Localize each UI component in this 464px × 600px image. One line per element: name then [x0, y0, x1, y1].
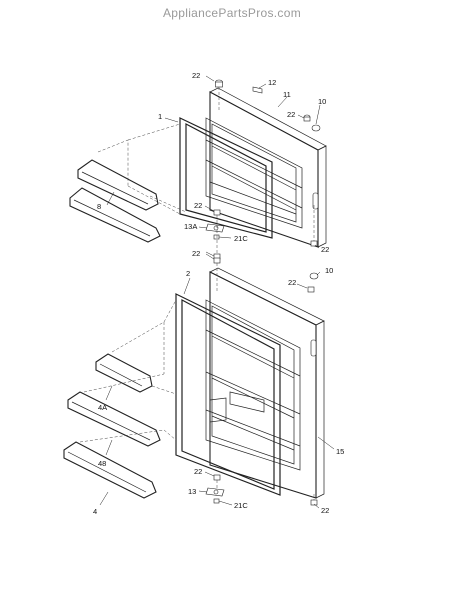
watermark-text: AppliancePartsPros.com [163, 6, 301, 20]
label-22: 22 [321, 506, 329, 515]
label-22: 22 [192, 71, 200, 80]
label-1: 1 [158, 112, 162, 121]
label-48: 48 [98, 459, 106, 468]
label-4: 4 [93, 507, 97, 516]
fresh-food-door-panel[interactable] [205, 267, 325, 499]
label-15: 15 [336, 447, 344, 456]
label-21c: 21C [234, 234, 248, 243]
label-22: 22 [288, 278, 296, 287]
label-2: 2 [186, 269, 190, 278]
freezer-lower-right-bushing[interactable] [310, 240, 318, 247]
freezer-handle-plug-10[interactable] [311, 124, 321, 132]
freezer-door-gasket[interactable] [179, 117, 273, 239]
label-21c: 21C [234, 501, 248, 510]
fresh-food-handle-plug-10[interactable] [309, 272, 319, 280]
label-12: 12 [268, 78, 276, 87]
fresh-food-door-shelf-4[interactable] [63, 441, 157, 499]
fresh-food-door-assembly [63, 253, 335, 509]
label-11: 11 [283, 90, 291, 99]
part-labels: 22 12 11 10 22 1 8 22 13A 21C 22 22 10 2… [93, 71, 344, 516]
fresh-food-door-shelf-48[interactable] [67, 391, 161, 447]
fresh-food-top-bushing[interactable] [213, 257, 221, 264]
fresh-food-bushing-right-upper[interactable] [307, 286, 315, 293]
label-22: 22 [194, 201, 202, 210]
freezer-door-shelf-lower[interactable] [69, 187, 161, 243]
label-22: 22 [287, 110, 295, 119]
freezer-bushing-right-upper[interactable] [303, 114, 311, 122]
freezer-door-shelf-upper[interactable] [77, 159, 159, 211]
freezer-top-hinge-bushing[interactable] [215, 79, 223, 88]
label-22: 22 [192, 249, 200, 258]
label-22: 22 [321, 245, 329, 254]
label-10: 10 [325, 266, 333, 275]
fresh-food-hinge-13[interactable] [205, 487, 225, 497]
label-22: 22 [194, 467, 202, 476]
freezer-hinge-pin-21c[interactable] [213, 234, 220, 240]
fresh-food-bottom-bushing[interactable] [213, 474, 221, 481]
label-13: 13 [188, 487, 196, 496]
label-10: 10 [318, 97, 326, 106]
label-8: 8 [97, 202, 101, 211]
freezer-door-stop-12[interactable] [252, 86, 263, 94]
label-13a: 13A [184, 222, 197, 231]
fresh-food-door-shelf-4a[interactable] [95, 353, 153, 393]
label-4a: 4A [98, 403, 107, 412]
fresh-food-hinge-pin-21c[interactable] [213, 498, 220, 504]
fresh-food-door-gasket[interactable] [175, 293, 281, 496]
freezer-bottom-bushing[interactable] [213, 209, 221, 216]
freezer-door-assembly [69, 75, 327, 260]
